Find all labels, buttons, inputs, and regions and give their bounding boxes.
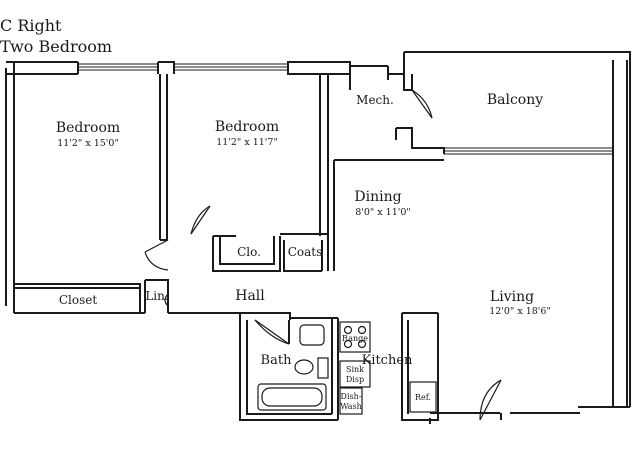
bedroom1-dims: 11'2" x 15'0" [57,138,119,149]
fixture-labels: Range Sink Disp Dish- Wash Ref. [340,334,431,411]
balcony-label: Balcony [487,92,543,108]
mech-label: Mech. [356,93,394,107]
living-label: Living [490,289,534,305]
plan-subtitle: Two Bedroom [0,37,112,56]
dishwash-label-1: Dish- [341,392,362,401]
bath-label: Bath [261,353,293,368]
dining-label: Dining [354,189,401,205]
doors [144,89,502,421]
sink-fixture [339,360,371,388]
dishwash-label-2: Wash [340,402,362,411]
lin-label: Lin. [145,289,168,303]
closet-label: Closet [59,293,98,307]
bedroom1-label: Bedroom [56,120,120,136]
bathtub-fixture [257,383,327,411]
sink-label-2: Disp [346,375,364,384]
refrigerator-fixture [409,381,437,413]
toilet-fixture [294,359,314,375]
dishwasher-fixture [339,387,363,415]
living-dims: 12'0" x 18'6" [489,306,551,317]
ref-label: Ref. [415,393,431,402]
interior-walls [14,66,445,421]
dining-dims: 8'0" x 11'0" [355,207,411,218]
plan-title: C Right [0,16,62,35]
room-labels: Bedroom 11'2" x 15'0" Bedroom 11'2" x 11… [56,92,551,368]
hall-label: Hall [235,288,265,304]
range-fixture [339,321,371,353]
bedroom2-dims: 11'2" x 11'7" [216,137,278,148]
kitchen-label: Kitchen [362,353,413,368]
vanity-fixture [299,324,325,346]
coats-label: Coats [288,245,323,259]
windows [78,63,613,155]
clo-label: Clo. [237,245,261,259]
sink-label-1: Sink [346,365,364,374]
bedroom2-label: Bedroom [215,119,279,135]
range-label: Range [342,334,368,343]
fixtures [257,321,437,415]
